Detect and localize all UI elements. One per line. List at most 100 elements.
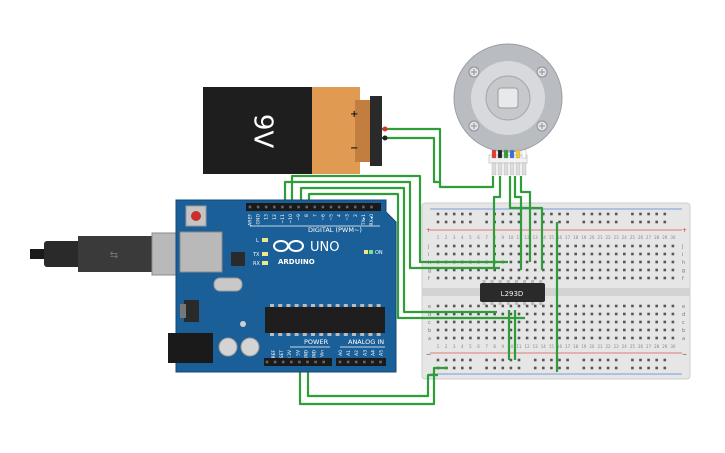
breadboard-hole[interactable] — [485, 268, 488, 272]
breadboard-hole[interactable] — [542, 276, 545, 280]
digital-pin[interactable] — [337, 205, 341, 209]
breadboard-hole[interactable] — [485, 336, 488, 340]
rail-hole[interactable] — [461, 366, 464, 370]
breadboard-hole[interactable] — [566, 312, 569, 316]
rail-hole[interactable] — [631, 358, 634, 362]
motor-lead-pin[interactable] — [491, 162, 497, 176]
breadboard-hole[interactable] — [663, 252, 667, 256]
breadboard-hole[interactable] — [647, 336, 650, 340]
breadboard-hole[interactable] — [501, 244, 505, 248]
breadboard-hole[interactable] — [452, 336, 456, 340]
breadboard-hole[interactable] — [517, 268, 521, 272]
breadboard-hole[interactable] — [566, 260, 569, 264]
analog-pin[interactable] — [371, 360, 374, 364]
breadboard-hole[interactable] — [582, 244, 586, 248]
rail-hole[interactable] — [582, 212, 586, 216]
rail-hole[interactable] — [639, 358, 642, 362]
breadboard-hole[interactable] — [574, 336, 577, 340]
breadboard-hole[interactable] — [477, 312, 480, 316]
breadboard-hole[interactable] — [525, 252, 529, 256]
breadboard-hole[interactable] — [542, 336, 545, 340]
breadboard-hole[interactable] — [444, 268, 448, 272]
breadboard-hole[interactable] — [477, 328, 480, 332]
breadboard-hole[interactable] — [444, 304, 448, 308]
digital-pin[interactable] — [297, 205, 300, 209]
breadboard-hole[interactable] — [452, 252, 456, 256]
breadboard-hole[interactable] — [566, 252, 569, 256]
breadboard-hole[interactable] — [485, 304, 488, 308]
breadboard-hole[interactable] — [631, 276, 634, 280]
breadboard-hole[interactable] — [501, 320, 505, 324]
breadboard-hole[interactable] — [631, 252, 634, 256]
breadboard-hole[interactable] — [639, 320, 642, 324]
breadboard-hole[interactable] — [606, 304, 610, 308]
rail-hole[interactable] — [663, 220, 667, 224]
breadboard-hole[interactable] — [461, 328, 464, 332]
breadboard-hole[interactable] — [558, 328, 561, 332]
digital-pin[interactable] — [321, 205, 325, 209]
rail-hole[interactable] — [485, 366, 488, 370]
breadboard-hole[interactable] — [509, 244, 513, 248]
breadboard-hole[interactable] — [590, 336, 594, 340]
breadboard-hole[interactable] — [590, 260, 594, 264]
breadboard-hole[interactable] — [574, 260, 577, 264]
rail-hole[interactable] — [598, 366, 602, 370]
breadboard-hole[interactable] — [550, 312, 553, 316]
breadboard-hole[interactable] — [647, 252, 650, 256]
breadboard-hole[interactable] — [469, 304, 472, 308]
breadboard-hole[interactable] — [509, 304, 513, 308]
breadboard-hole[interactable] — [639, 276, 642, 280]
rail-hole[interactable] — [509, 358, 513, 362]
breadboard-hole[interactable] — [671, 276, 675, 280]
power-pin[interactable] — [322, 360, 325, 364]
breadboard-hole[interactable] — [533, 244, 537, 248]
breadboard-hole[interactable] — [501, 276, 505, 280]
breadboard-hole[interactable] — [558, 312, 561, 316]
breadboard-hole[interactable] — [444, 244, 448, 248]
breadboard-hole[interactable] — [598, 328, 602, 332]
motor-lead-pin[interactable] — [497, 162, 503, 176]
breadboard-hole[interactable] — [469, 268, 472, 272]
rail-hole[interactable] — [647, 212, 650, 216]
breadboard-hole[interactable] — [525, 244, 529, 248]
power-pin[interactable] — [314, 360, 317, 364]
breadboard-hole[interactable] — [647, 268, 650, 272]
rail-hole[interactable] — [485, 212, 488, 216]
breadboard-hole[interactable] — [485, 252, 488, 256]
digital-pin[interactable] — [264, 205, 268, 209]
breadboard-hole[interactable] — [606, 336, 610, 340]
breadboard-hole[interactable] — [631, 336, 634, 340]
rail-hole[interactable] — [452, 220, 456, 224]
breadboard-hole[interactable] — [436, 276, 440, 280]
rail-hole[interactable] — [509, 366, 513, 370]
rail-hole[interactable] — [558, 366, 561, 370]
breadboard-hole[interactable] — [663, 312, 667, 316]
breadboard-hole[interactable] — [444, 320, 448, 324]
breadboard-hole[interactable] — [655, 304, 658, 308]
breadboard-hole[interactable] — [566, 328, 569, 332]
rail-hole[interactable] — [566, 358, 569, 362]
breadboard-hole[interactable] — [639, 244, 642, 248]
breadboard-hole[interactable] — [558, 244, 561, 248]
breadboard-hole[interactable] — [631, 268, 634, 272]
breadboard-hole[interactable] — [582, 312, 586, 316]
breadboard-hole[interactable] — [606, 328, 610, 332]
breadboard-hole[interactable] — [501, 328, 505, 332]
motor-lead-pin[interactable] — [509, 162, 515, 176]
power-pin[interactable] — [298, 360, 301, 364]
power-pin[interactable] — [273, 360, 277, 364]
breadboard-hole[interactable] — [444, 336, 448, 340]
digital-pin[interactable] — [362, 205, 365, 209]
breadboard-hole[interactable] — [533, 268, 537, 272]
rail-hole[interactable] — [639, 366, 642, 370]
rail-hole[interactable] — [582, 366, 586, 370]
breadboard-hole[interactable] — [655, 244, 658, 248]
rail-hole[interactable] — [550, 220, 553, 224]
breadboard-hole[interactable] — [590, 252, 594, 256]
breadboard-hole[interactable] — [566, 268, 569, 272]
digital-pin[interactable] — [345, 205, 349, 209]
breadboard-hole[interactable] — [574, 252, 577, 256]
breadboard-hole[interactable] — [493, 304, 496, 308]
rail-hole[interactable] — [509, 212, 513, 216]
rail-hole[interactable] — [590, 358, 594, 362]
